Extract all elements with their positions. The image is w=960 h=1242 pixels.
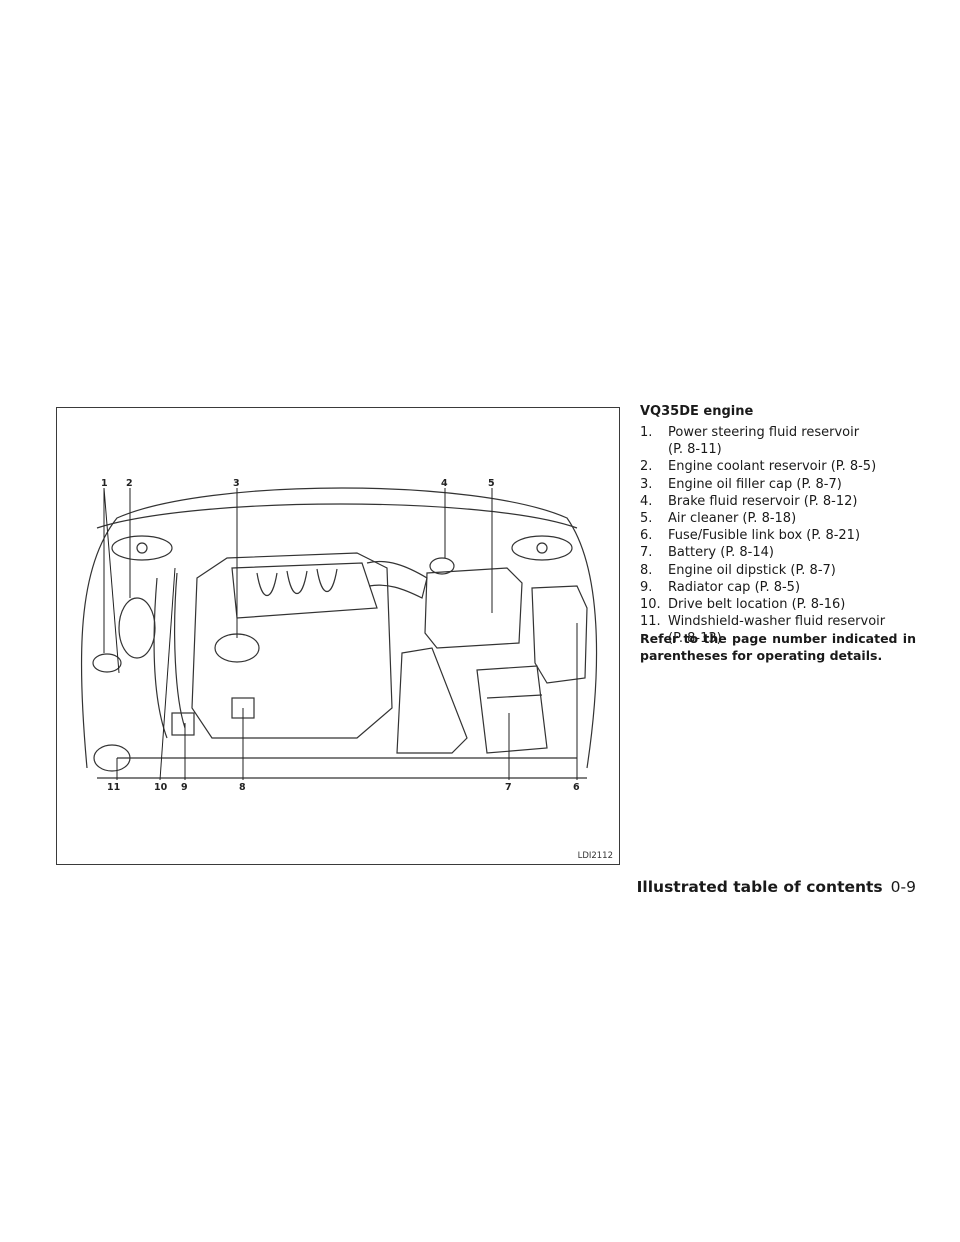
right-strut-tower	[511, 535, 573, 561]
engine-cover	[191, 552, 393, 739]
power-steering-reservoir	[92, 653, 122, 673]
callout-4: 4	[441, 478, 448, 489]
oil-filler-cap	[214, 633, 260, 663]
callout-11: 11	[107, 782, 120, 793]
list-item: 7.Battery (P. 8-14)	[640, 545, 774, 561]
list-item: 10.Drive belt location (P. 8-16)	[640, 597, 846, 613]
air-cleaner	[424, 567, 523, 649]
coolant-reservoir	[118, 597, 156, 659]
list-item: 6.Fuse/Fusible link box (P. 8-21)	[640, 528, 861, 544]
list-item: 5.Air cleaner (P. 8-18)	[640, 511, 797, 527]
engine-diagram: 1 2 3 4 5 6 7 8 9 10 11	[80, 478, 598, 793]
left-strut-tower	[111, 535, 173, 561]
callout-9: 9	[181, 782, 188, 793]
hood-outline	[80, 487, 598, 769]
callout-1: 1	[101, 478, 108, 489]
radiator-cap-area	[171, 712, 195, 736]
callout-10: 10	[154, 782, 168, 793]
intake-duct	[366, 560, 428, 599]
list-item: 11. Windshield-washer fluid reservoir (P…	[640, 614, 886, 647]
list-item: 2.Engine coolant reservoir (P. 8-5)	[640, 459, 877, 475]
figure-id: LDI2112	[577, 851, 613, 861]
section-heading: VQ35DE engine	[640, 404, 754, 419]
list-item: 3.Engine oil filler cap (P. 8-7)	[640, 476, 842, 492]
list-item: 8.Engine oil dipstick (P. 8-7)	[640, 562, 836, 578]
list-item: 4.Brake fluid reservoir (P. 8-12)	[640, 493, 858, 509]
reference-note: Refer to the page number indicated in pa…	[640, 631, 916, 663]
page-footer: Illustrated table of contents 0-9	[637, 878, 916, 896]
callout-2: 2	[126, 478, 133, 489]
component-list: 1. Power steering fluid reservoir (P. 8-…	[640, 424, 920, 648]
list-item: 1. Power steering fluid reservoir (P. 8-…	[640, 425, 860, 458]
callout-5: 5	[488, 478, 495, 489]
washer-fluid-reservoir	[93, 744, 131, 772]
engine-compartment-illustration: 1 2 3 4 5 6 7 8 9 10 11 LDI2112	[56, 407, 620, 865]
page-number: 0-9	[890, 878, 916, 896]
battery	[476, 665, 548, 754]
callout-6: 6	[573, 782, 580, 793]
brake-fluid-reservoir	[429, 557, 455, 575]
list-item: 9.Radiator cap (P. 8-5)	[640, 579, 801, 595]
callout-7: 7	[505, 782, 512, 793]
callout-3: 3	[233, 478, 240, 489]
section-title: Illustrated table of contents	[636, 878, 883, 896]
fuse-box	[531, 585, 588, 684]
callout-8: 8	[239, 782, 246, 793]
